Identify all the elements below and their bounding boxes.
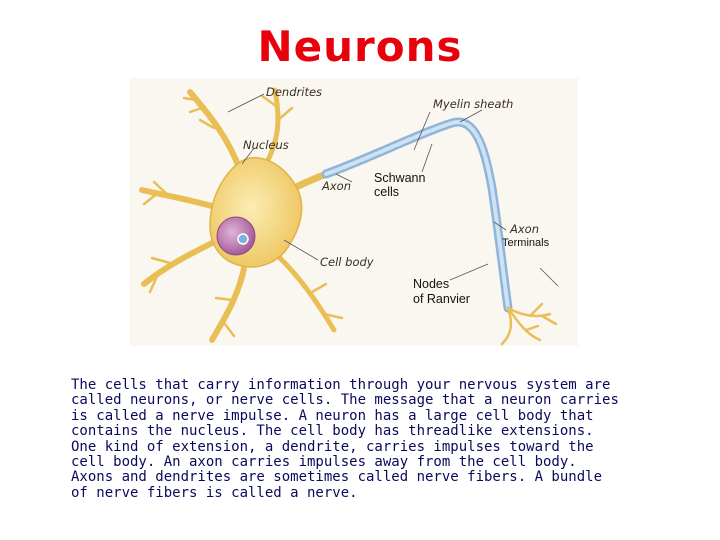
nucleus-shape — [216, 216, 256, 256]
nucleolus-shape — [237, 233, 249, 245]
label-axon: Axon — [321, 179, 351, 193]
label-axon-terminals-line2: Terminals — [502, 237, 550, 249]
neuron-illustration: Dendrites Myelin sheath Nucleus Axon Sch… — [130, 78, 578, 346]
label-schwann-cells-line2: cells — [374, 185, 399, 199]
description-paragraph: The cells that carry information through… — [71, 377, 619, 501]
leader-lines — [227, 93, 559, 287]
label-dendrites: Dendrites — [266, 85, 322, 99]
axon-terminals-shape — [500, 302, 558, 346]
neuron-diagram: Dendrites Myelin sheath Nucleus Axon Sch… — [130, 78, 578, 346]
label-myelin-sheath: Myelin sheath — [433, 97, 513, 111]
label-nodes-of-ranvier-line1: Nodes — [413, 277, 449, 291]
label-cell-body: Cell body — [320, 255, 374, 269]
slide-title: Neurons — [257, 22, 463, 71]
axon-myelin-highlight — [324, 120, 510, 310]
label-nodes-of-ranvier-line2: of Ranvier — [413, 292, 470, 306]
label-schwann-cells-line1: Schwann — [374, 171, 425, 185]
label-nucleus: Nucleus — [243, 138, 289, 152]
label-axon-terminals-line1: Axon — [509, 222, 539, 236]
